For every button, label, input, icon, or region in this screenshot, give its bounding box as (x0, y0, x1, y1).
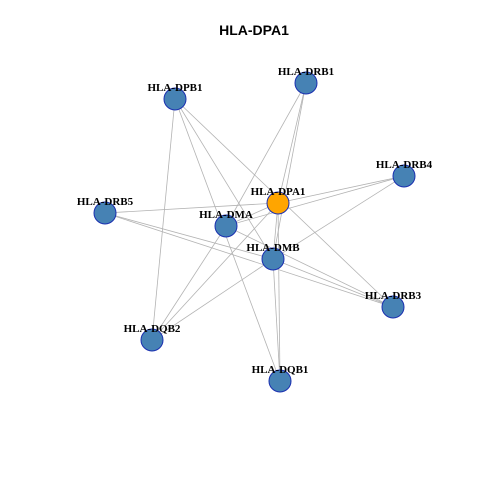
edge-hla-drb5-hla-dmb (104, 212, 274, 260)
edge-hla-dpb1-hla-dqb2 (151, 98, 176, 341)
node-label-hla-drb5: HLA-DRB5 (77, 196, 134, 208)
node-hla-drb3 (381, 295, 405, 319)
edge-hla-dma-hla-drb3 (225, 225, 394, 308)
edge-hla-dmb-hla-dqb1 (272, 258, 281, 382)
edge-hla-dmb-hla-dqb2 (151, 258, 274, 341)
edge-hla-dpa1-hla-drb1 (277, 82, 307, 204)
edge-hla-drb1-hla-dma (225, 82, 307, 227)
edge-hla-dmb-hla-drb3 (272, 258, 394, 308)
node-label-hla-drb3: HLA-DRB3 (365, 290, 422, 302)
node-hla-dma (214, 214, 238, 238)
node-label-hla-dqb1: HLA-DQB1 (252, 364, 309, 376)
node-label-hla-drb4: HLA-DRB4 (376, 159, 433, 171)
edge-hla-dpa1-hla-drb4 (277, 175, 405, 204)
node-label-hla-dqb2: HLA-DQB2 (124, 323, 181, 335)
edge-hla-dpb1-hla-dmb (174, 98, 274, 260)
edge-hla-drb1-hla-dmb (272, 82, 307, 260)
node-hla-drb4 (392, 164, 416, 188)
node-label-hla-dpa1: HLA-DPA1 (251, 186, 306, 198)
node-hla-dqb2 (140, 328, 164, 352)
edge-hla-drb5-hla-drb3 (104, 212, 394, 308)
node-hla-drb1 (294, 71, 318, 95)
edge-hla-dpb1-hla-dqb1 (174, 98, 281, 382)
labels-layer: HLA-DPA1 HLA-DRB1HLA-DPB1HLA-DRB4HLA-DRB5… (77, 66, 433, 376)
edge-hla-dpa1-hla-dqb2 (151, 202, 279, 341)
node-label-hla-dpb1: HLA-DPB1 (148, 82, 203, 94)
node-label-hla-dma: HLA-DMA (199, 209, 253, 221)
node-hla-dpb1 (163, 87, 187, 111)
diagram-title: HLA-DPA1 (219, 22, 289, 38)
edge-hla-dpa1-hla-drb5 (104, 202, 279, 214)
edge-hla-dma-hla-dqb2 (151, 225, 227, 341)
edges-layer (104, 82, 405, 382)
node-hla-drb5 (93, 201, 117, 225)
node-hla-dpa1 (266, 191, 290, 215)
nodes-layer (93, 71, 416, 393)
node-label-hla-dmb: HLA-DMB (246, 242, 300, 254)
node-hla-dmb (261, 247, 285, 271)
edge-hla-drb4-hla-dmb (272, 175, 405, 260)
node-label-hla-drb1: HLA-DRB1 (278, 66, 334, 78)
edge-hla-drb4-hla-dma (225, 175, 405, 227)
node-hla-dqb1 (268, 369, 292, 393)
